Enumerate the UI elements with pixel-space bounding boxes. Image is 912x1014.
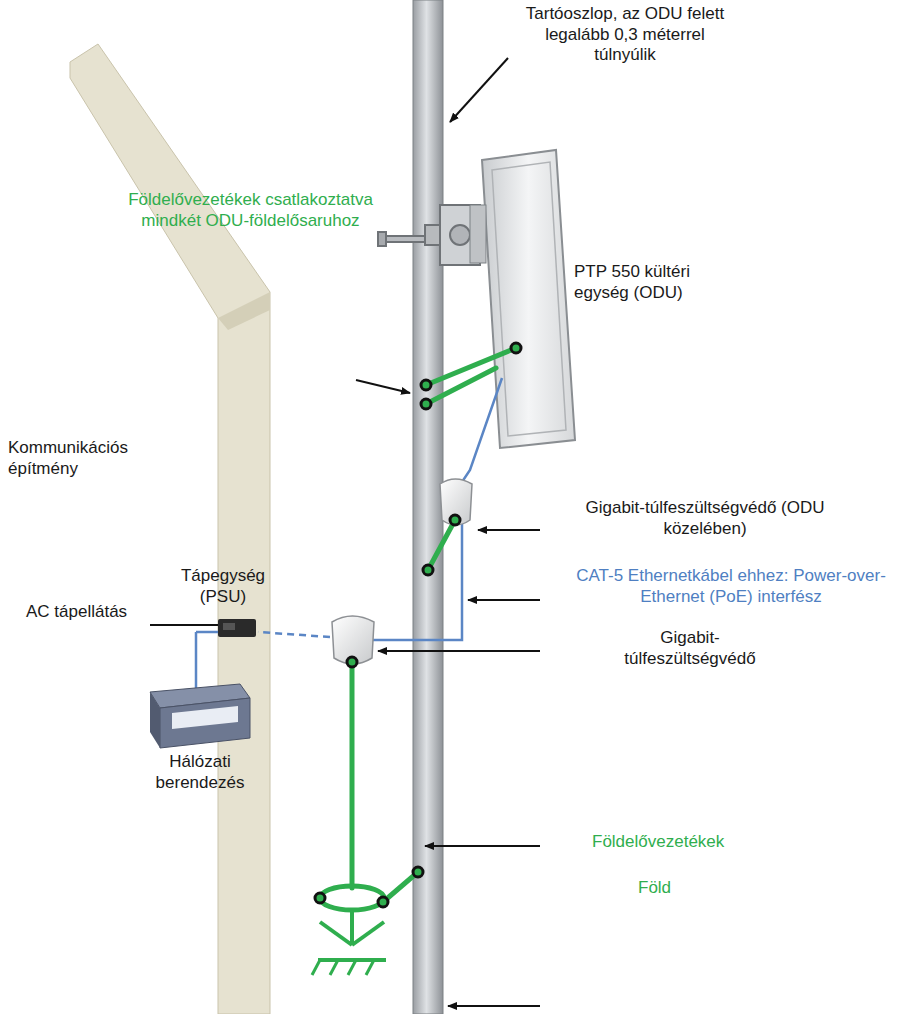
ac-power-line [150, 624, 218, 626]
odu-bracket [378, 205, 480, 265]
ac-power-label: AC tápellátás [26, 602, 151, 623]
earth-label: Föld [638, 878, 718, 899]
ground-wires [352, 348, 516, 902]
surge-protector-upper [440, 479, 472, 525]
odu-label: PTP 550 kültéri egység (ODU) [574, 262, 724, 303]
psu-box [218, 619, 256, 637]
odu-unit [470, 150, 575, 448]
pole-label: Tartóoszlop, az ODU felett legalább 0,3 … [520, 4, 730, 66]
network-equipment [150, 684, 250, 748]
support-pole [413, 0, 443, 1014]
ethernet-cable [196, 378, 502, 690]
cable-label: CAT-5 Ethernetkábel ehhez: Power-over-Et… [556, 566, 906, 607]
psu-box-detail [223, 623, 235, 630]
ground-symbol [312, 886, 386, 975]
surge-protector-label: Gigabit-túlfeszültségvédő (ODU közelében… [575, 498, 835, 539]
ground-lugs [315, 343, 521, 907]
building-shade [218, 292, 270, 330]
surge-protector-label: Gigabit-túlfeszültségvédő [600, 628, 780, 669]
psu-label: Tápegység (PSU) [168, 566, 278, 607]
structure-label: Kommunikációs építmény [8, 438, 158, 479]
leader-arrows [356, 58, 540, 1006]
ground-wires-label: Földelővezetékek [592, 832, 752, 853]
equipment-label: Hálózati berendezés [140, 752, 260, 793]
ground-wire-note: Földelővezetékek csatlakoztatva mindkét … [118, 190, 383, 231]
building-structure [70, 44, 270, 1014]
